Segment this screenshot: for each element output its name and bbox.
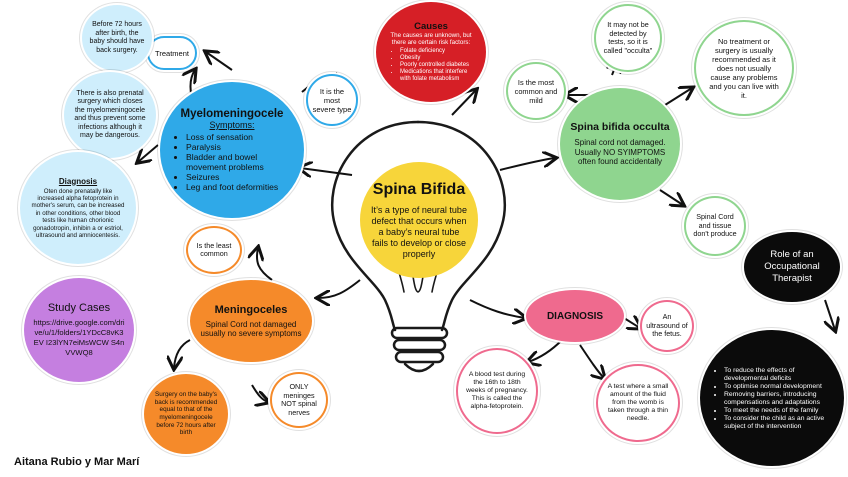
diagnosis-left-text: Oten done prenatally like increased alph… (31, 187, 125, 240)
myelomeningocele-node: Myelomeningocele Symptoms: Loss of sensa… (160, 82, 304, 218)
only-meninges-node: ONLY meninges NOT spinal nerves (270, 372, 328, 428)
meningoceles-title: Meningoceles (214, 303, 288, 316)
authors-label: Aitana Rubio y Mar Marí (14, 456, 140, 468)
amnio-test-node: A test where a small amount of the fluid… (596, 364, 680, 442)
myelo-symptom-list: Loss of sensation Paralysis Bladder and … (174, 132, 290, 192)
study-cases-title: Study Cases (47, 302, 111, 314)
before-72h-text: Before 72 hours after birth, the baby sh… (89, 21, 145, 54)
ot-list-node: To reduce the effects of developmental d… (700, 330, 844, 466)
cause-item: Medications that interfere with folate m… (400, 69, 474, 83)
amnio-text: A test where a small amount of the fluid… (607, 383, 669, 422)
cord-tissue-text: Spinal Cord and tissue don't produce (693, 212, 737, 239)
study-cases-node: Study Cases https://drive.google.com/dri… (24, 278, 134, 382)
no-treatment-node: No treatment or surgery is usually recom… (694, 20, 794, 116)
symptom-item: Seizures (186, 172, 290, 182)
symptom-item: Leg and foot deformities (186, 182, 290, 192)
blood-test-node: A blood test during the 16th to 18th wee… (456, 348, 538, 434)
ot-item: To optimise normal development (724, 383, 832, 391)
center-text: It’s a type of neural tube defect that o… (371, 204, 467, 259)
causes-title: Causes (414, 21, 448, 32)
occulta-detect-node: It may not be detected by tests, so it i… (594, 4, 662, 72)
occulta-title: Spina bifida occulta (570, 121, 670, 134)
occulta-text: Spinal cord not damaged. Usually NO SYIM… (574, 138, 666, 167)
symptom-item: Paralysis (186, 142, 290, 152)
ot-item: Removing barriers, introducing compensat… (724, 391, 832, 407)
least-common-text: Is the least common (196, 240, 232, 258)
diagnosis-left-title: Diagnosis (58, 176, 98, 186)
ot-item: To meet the needs of the family (724, 407, 832, 415)
ot-item: To reduce the effects of developmental d… (724, 367, 832, 383)
cord-tissue-node: Spinal Cord and tissue don't produce (684, 196, 746, 256)
diagnosis-left-node: Diagnosis Oten done prenatally like incr… (20, 152, 136, 264)
ultrasound-text: An ultrasound of the fetus. (646, 312, 688, 339)
common-mild-text: Is the most common and mild (514, 77, 558, 105)
symptom-item: Loss of sensation (186, 132, 290, 142)
study-cases-link[interactable]: https://drive.google.com/drive/u/1/folde… (33, 318, 125, 357)
spina-bifida-occulta-node: Spina bifida occulta Spinal cord not dam… (560, 88, 680, 200)
myelo-subtitle: Symptoms: (209, 120, 255, 130)
center-title: Spina Bifida (372, 180, 466, 198)
surgery-back-node: Surgery on the baby's back is recommende… (144, 374, 228, 454)
treatment-node: Treatment (147, 36, 197, 70)
diagnosis-right-title: DIAGNOSIS (546, 310, 604, 322)
no-treatment-text: No treatment or surgery is usually recom… (709, 36, 779, 100)
cause-item: Poorly controlled diabetes (400, 62, 474, 69)
ot-list: To reduce the effects of developmental d… (712, 367, 832, 431)
ultrasound-node: An ultrasound of the fetus. (640, 300, 694, 352)
causes-list: Folate deficiency Obesity Poorly control… (388, 48, 474, 83)
myelo-title: Myelomeningocele (180, 108, 284, 120)
surgery-back-text: Surgery on the baby's back is recommende… (154, 391, 218, 437)
most-severe-node: It is the most severe type (306, 74, 358, 126)
prenatal-surgery-node: There is also prenatal surgery which clo… (64, 72, 156, 158)
ot-item: To consider the child as an active subje… (724, 415, 832, 431)
most-severe-text: It is the most severe type (312, 86, 352, 114)
prenatal-text: There is also prenatal surgery which clo… (74, 89, 146, 140)
meningoceles-text: Spinal Cord not damaged usually no sever… (200, 319, 302, 339)
common-mild-node: Is the most common and mild (506, 62, 566, 120)
center-node: Spina Bifida It’s a type of neural tube … (360, 162, 478, 278)
ot-role-node: Role of an Occupational Therapist (744, 232, 840, 302)
symptom-item: Bladder and bowel movement problems (186, 152, 290, 172)
occulta-detect-text: It may not be detected by tests, so it i… (603, 20, 653, 55)
ot-role-title: Role of an Occupational Therapist (764, 249, 820, 284)
cause-item: Folate deficiency (400, 48, 474, 55)
causes-intro: The causes are unknown, but there are ce… (390, 32, 472, 46)
causes-node: Causes The causes are unknown, but there… (376, 2, 486, 102)
cause-item: Obesity (400, 55, 474, 62)
treatment-label: Treatment (155, 48, 189, 58)
blood-test-text: A blood test during the 16th to 18th wee… (466, 371, 528, 410)
least-common-node: Is the least common (186, 226, 242, 274)
diagnosis-right-node: DIAGNOSIS (526, 290, 624, 342)
only-meninges-text: ONLY meninges NOT spinal nerves (281, 382, 317, 417)
before-72h-node: Before 72 hours after birth, the baby sh… (82, 5, 152, 71)
lightbulb-icon (330, 120, 507, 373)
meningoceles-node: Meningoceles Spinal Cord not damaged usu… (190, 280, 312, 362)
